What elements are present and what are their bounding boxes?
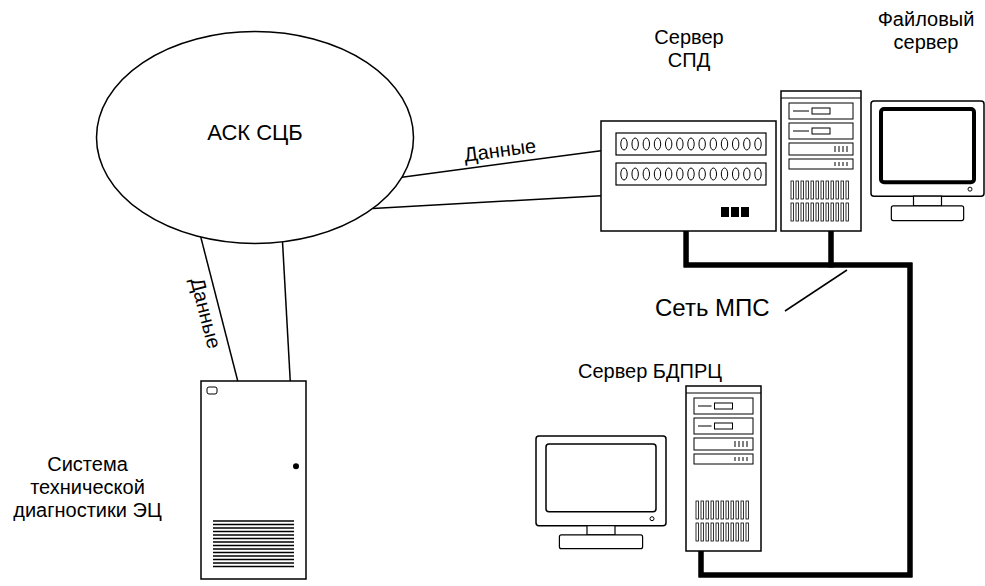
node-label: Файловый сервер [873,8,979,54]
rack-drawing [600,120,777,232]
node-label: Сервер БДПРЦ [535,360,765,383]
cloud-label: АСК СЦБ [95,30,415,235]
tower-drawing [685,385,762,552]
leader-line [785,270,847,311]
network-bus [686,231,910,575]
node-label: Система технической диагностики ЭЦ [5,453,170,522]
tower-drawing [780,90,862,232]
network-label: Сеть МПС [655,294,770,322]
network-bus [686,231,831,265]
data-link [283,242,291,381]
network-cloud: АСК СЦБ [95,30,415,245]
diagnostics-box: Система технической диагностики ЭЦ [5,375,307,581]
server-box: Сервер БДПРЦ [530,360,765,552]
server-box: Файловый сервер [778,2,983,234]
monitor-drawing [535,435,667,552]
data-link [373,196,601,209]
monitor-drawing [870,100,985,224]
cabinet-drawing [200,380,307,580]
node-label: Сервер СПД [644,26,734,72]
server-box: Сервер СПД [598,20,780,235]
